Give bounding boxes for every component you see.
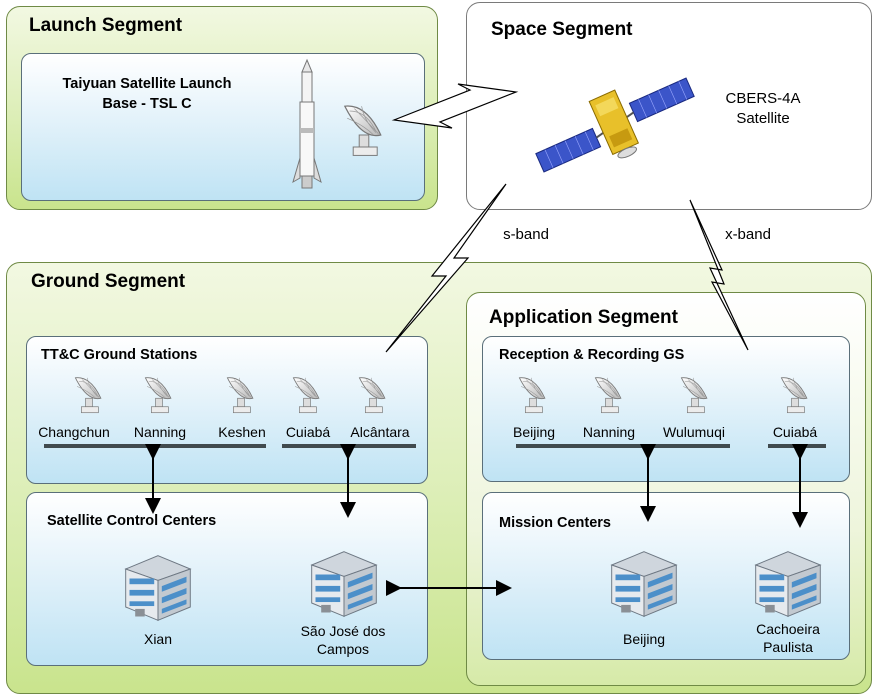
launch-base-name: Taiyuan Satellite Launch Base - TSL C — [62, 76, 232, 112]
launch-base-box: Taiyuan Satellite Launch Base - TSL C — [21, 53, 425, 201]
satellite-control-centers: Satellite Control Centers — [26, 492, 428, 666]
space-segment: Space Segment CBERS-4A Satellite — [466, 2, 872, 210]
ttc-station-label: Alcântara — [350, 424, 410, 440]
ttc-station-label: Changchun — [38, 424, 110, 440]
rocket-icon — [292, 58, 322, 189]
ground-segment-title: Ground Segment — [31, 271, 186, 292]
reception-title: Reception & Recording GS — [499, 347, 685, 363]
mission-title: Mission Centers — [499, 515, 611, 531]
launch-to-space-link — [391, 83, 519, 129]
space-segment-title: Space Segment — [491, 19, 633, 40]
s-band-label: s-band — [503, 226, 549, 243]
ttc-station-label: Nanning — [133, 424, 187, 440]
satellite-icon — [535, 77, 695, 173]
control-center-label: São José dos Campos — [300, 623, 386, 657]
ttc-station-label: Keshen — [218, 424, 266, 440]
x-band-link — [689, 199, 749, 351]
control-title: Satellite Control Centers — [47, 513, 217, 529]
mission-center-label: Cachoeira Paulista — [756, 621, 820, 655]
reception-station-label: Beijing — [512, 424, 556, 440]
satellite-label: CBERS-4A Satellite — [725, 90, 801, 127]
mission-center-label: Beijing — [622, 631, 666, 647]
x-band-label: x-band — [725, 226, 771, 243]
launch-segment: Launch Segment Taiyuan Satellite Launch … — [6, 6, 438, 210]
reception-station-label: Cuiabá — [772, 424, 818, 440]
launch-segment-title: Launch Segment — [29, 15, 183, 36]
control-center-label: Xian — [143, 631, 173, 647]
reception-station-label: Nanning — [582, 424, 636, 440]
application-segment-title: Application Segment — [489, 307, 678, 328]
ttc-title: TT&C Ground Stations — [41, 347, 198, 363]
ttc-station-label: Cuiabá — [285, 424, 331, 440]
reception-station-label: Wulumuqi — [663, 424, 725, 440]
s-band-link — [385, 183, 507, 353]
